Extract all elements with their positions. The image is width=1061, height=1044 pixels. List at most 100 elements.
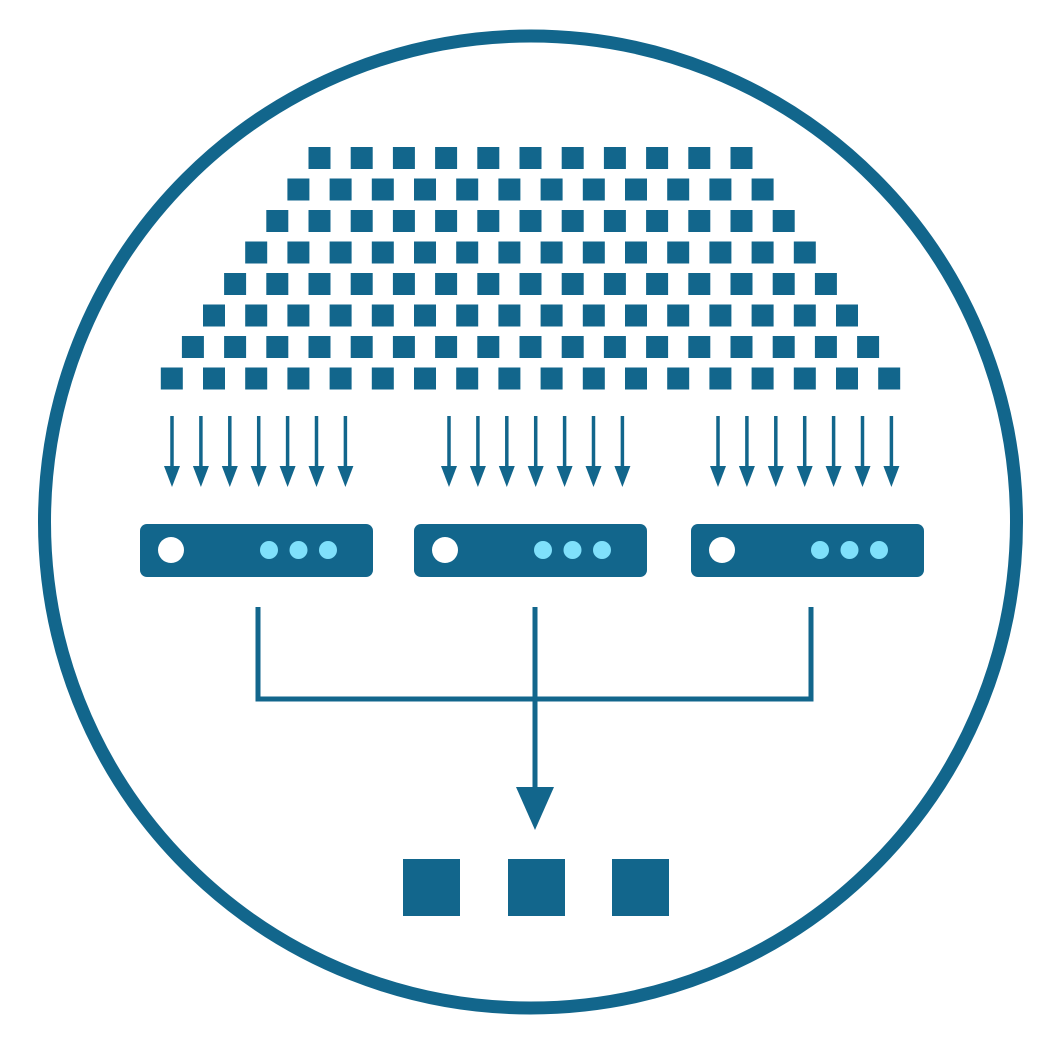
data-block-icon <box>329 367 352 390</box>
data-block-icon <box>540 241 563 264</box>
data-block-icon <box>625 241 647 264</box>
arrow-head <box>796 466 813 487</box>
data-block-icon <box>772 336 795 358</box>
down-arrow-icon <box>883 416 900 487</box>
data-block-icon <box>456 304 479 327</box>
data-block-icon <box>709 241 732 264</box>
down-arrow-icon <box>614 416 631 487</box>
data-block-icon <box>646 273 669 295</box>
data-block-icon <box>371 178 394 201</box>
server-status-light <box>534 541 552 559</box>
arrow-head <box>337 466 354 487</box>
server-body <box>414 524 647 577</box>
data-block-icon <box>667 304 690 327</box>
server-icon <box>414 524 647 577</box>
data-block-icon <box>350 147 373 169</box>
data-block-icon <box>287 178 310 201</box>
data-block-icon <box>730 336 753 358</box>
data-block-icon <box>793 241 816 264</box>
server-status-light <box>563 541 582 559</box>
data-block-icon <box>667 178 690 201</box>
server-status-light <box>870 541 888 559</box>
down-arrow-icon <box>164 416 180 487</box>
data-block-icon <box>561 336 584 358</box>
data-block-icon <box>203 367 225 390</box>
data-block-icon <box>793 367 816 390</box>
down-arrow-icon <box>221 416 238 487</box>
data-block-icon <box>477 147 500 169</box>
arrow-head <box>883 466 900 487</box>
circle-frame-icon <box>38 29 1023 1015</box>
data-block-icon <box>519 336 542 358</box>
data-block-icon <box>160 367 183 390</box>
arrow-head <box>825 466 842 487</box>
data-block-icon <box>603 336 626 358</box>
data-block-icon <box>519 210 542 232</box>
output-block-icon <box>508 859 565 916</box>
data-block-icon <box>287 241 310 264</box>
data-block-icon <box>245 241 268 264</box>
data-block-icon <box>308 273 331 295</box>
server-power-light <box>709 537 735 563</box>
data-block-icon <box>836 304 858 327</box>
down-arrow-icon <box>441 416 457 487</box>
data-block-icon <box>308 147 331 169</box>
data-block-icon <box>688 210 711 232</box>
data-block-icon <box>224 336 247 358</box>
data-block-icon <box>329 241 352 264</box>
arrow-head <box>498 466 515 487</box>
data-block-icon <box>498 367 521 390</box>
data-block-icon <box>561 273 584 295</box>
input-data-blocks <box>160 147 901 390</box>
down-arrow-icon <box>738 416 755 487</box>
data-block-icon <box>751 241 774 264</box>
arrow-head <box>469 466 486 487</box>
arrow-head <box>192 466 209 487</box>
data-block-icon <box>814 273 837 295</box>
down-arrow-icon <box>498 416 515 487</box>
down-arrow-icon <box>250 416 267 487</box>
data-block-icon <box>435 273 458 295</box>
server-status-light <box>593 541 611 559</box>
data-block-icon <box>519 147 542 169</box>
data-block-icon <box>519 273 542 295</box>
arrow-head <box>164 466 180 487</box>
output-block-icon <box>612 859 669 916</box>
down-arrow-icon <box>825 416 842 487</box>
arrow-head <box>308 466 325 487</box>
data-block-icon <box>688 336 711 358</box>
down-arrow-icon <box>469 416 486 487</box>
data-block-icon <box>751 178 774 201</box>
data-block-icon <box>582 178 605 201</box>
data-block-icon <box>203 304 225 327</box>
data-block-icon <box>181 336 204 358</box>
data-block-icon <box>625 304 647 327</box>
server-status-light <box>811 541 829 559</box>
arrow-head <box>250 466 267 487</box>
data-block-icon <box>603 273 626 295</box>
arrow-head <box>710 466 726 487</box>
down-arrow-icon <box>585 416 602 487</box>
output-blocks <box>403 859 669 916</box>
data-block-icon <box>414 367 436 390</box>
data-block-icon <box>435 336 458 358</box>
arrow-head <box>279 466 296 487</box>
down-arrow-icon <box>516 787 554 830</box>
data-block-icon <box>329 178 352 201</box>
down-arrow-icon <box>710 416 726 487</box>
arrow-head <box>556 466 573 487</box>
data-block-icon <box>287 304 310 327</box>
data-block-icon <box>561 147 584 169</box>
data-block-icon <box>646 210 669 232</box>
data-block-icon <box>709 367 732 390</box>
server-body <box>691 524 924 577</box>
data-block-icon <box>477 273 500 295</box>
data-block-icon <box>308 336 331 358</box>
server-icon <box>140 524 373 577</box>
data-block-icon <box>561 210 584 232</box>
data-block-icon <box>646 336 669 358</box>
data-block-icon <box>350 210 373 232</box>
data-block-icon <box>688 147 711 169</box>
data-block-icon <box>350 273 373 295</box>
arrow-head <box>767 466 784 487</box>
